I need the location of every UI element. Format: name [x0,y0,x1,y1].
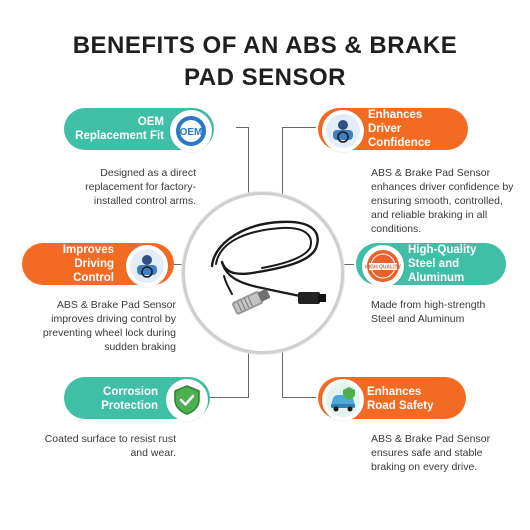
benefit-corrosion-description: Coated surface to resist rust and wear. [44,433,176,459]
benefit-oem-description: Designed as a direct replacement for fac… [85,167,196,207]
connector-line [338,264,354,265]
connector-line [210,397,249,398]
benefit-driver-confidence-label: Enhances Driver Confidence [368,109,431,149]
connector-line [282,127,316,128]
benefit-oem-label: OEM Replacement Fit [75,116,164,142]
benefit-corrosion-label: Corrosion Protection [101,386,158,412]
connector-line [282,397,316,398]
benefit-driving-control-description: ABS & Brake Pad Sensor improves driving … [42,299,176,353]
svg-text:OEM: OEM [180,127,203,138]
car-safety-icon [322,379,364,421]
benefit-driving-control-label: Improves Driving Control [62,244,114,284]
driver-icon [322,110,364,152]
benefit-high-quality-label: High-Quality Steel and Aluminum [408,244,477,284]
product-image-ring [182,192,344,354]
driver-icon [126,245,168,287]
connector-line [282,341,283,398]
svg-text:HIGH QUALITY: HIGH QUALITY [365,265,401,271]
connector-line [174,264,184,265]
connector-line [248,341,249,397]
benefit-driver-confidence-description: ABS & Brake Pad Sensor enhances driver c… [371,167,514,235]
connector-line [248,127,249,199]
benefit-road-safety-description: ABS & Brake Pad Sensor ensures safe and … [371,433,491,473]
high-quality-badge-icon: HIGH QUALITY [362,245,404,287]
connector-line [282,127,283,199]
abs-brake-sensor-image [210,220,326,315]
page-title-line-1: BENEFITS OF AN ABS & BRAKE [72,32,458,59]
shield-check-icon [166,379,208,421]
page-title-line-2: PAD SENSOR [184,64,346,91]
connector-line [236,127,249,128]
oem-badge-icon: OEM [170,110,212,152]
benefit-high-quality-description: Made from high-strength Steel and Alumin… [371,299,486,325]
benefit-road-safety-label: Enhances Road Safety [367,386,434,412]
